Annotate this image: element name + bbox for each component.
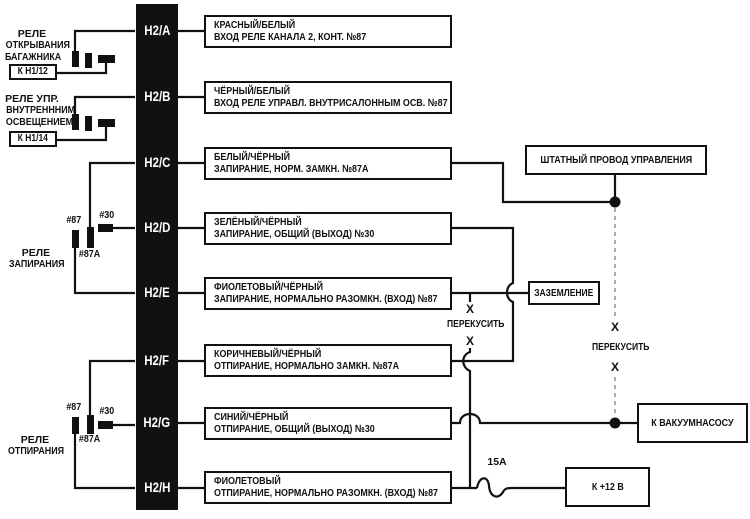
pin-label-h2h: H2/H — [143, 480, 171, 495]
pin-label-h2e: H2/E — [144, 285, 170, 300]
cut-stub-wire — [462, 293, 472, 488]
unlock-relay-pin87a-label: #87A — [79, 433, 101, 445]
pin-stub-wires — [178, 29, 204, 490]
unlock-relay-wires — [73, 359, 135, 490]
factory-wire-box: ШТАТНЫЙ ПРОВОД УПРАВЛЕНИЯ — [525, 145, 707, 175]
h2d-h2f-link — [452, 226, 515, 363]
lock-relay-contact — [72, 224, 113, 248]
h2c-factory-wire — [452, 161, 617, 204]
lock-relay-pin30-label: #30 — [99, 209, 115, 221]
interior-relay-wires — [57, 95, 135, 142]
pin-label-h2f: H2/F — [144, 353, 170, 368]
cut-x-dashed-top: Х — [610, 320, 619, 334]
unlock-relay-pin87-label: #87 — [66, 401, 82, 413]
lock-relay-wires — [73, 161, 135, 295]
pin-label-h2c: H2/C — [143, 155, 171, 170]
pin-label-h2d: H2/D — [143, 220, 171, 235]
plus12v-box: К +12 В — [565, 467, 650, 507]
ref-box-h1-12: К Н1/12 — [9, 64, 57, 80]
junction-dot-bottom — [609, 417, 621, 429]
pin-label-h2a: H2/A — [143, 23, 171, 38]
trunk-relay-wires — [57, 29, 135, 75]
trunk-relay-contact — [72, 51, 115, 68]
unlock-relay-contact — [72, 415, 113, 434]
h2h-fuse-wire — [452, 477, 565, 498]
junction-dot-top — [609, 196, 621, 208]
ref-box-h1-14: К Н1/14 — [9, 131, 57, 147]
h2g-vacuum-wire — [452, 412, 637, 425]
interior-relay-contact — [72, 114, 115, 131]
connector-h2-bar — [136, 4, 178, 510]
cut-x-dashed-bottom: Х — [610, 360, 619, 374]
unlock-relay-pin30-label: #30 — [99, 405, 115, 417]
ground-box: ЗАЗЕМЛЕНИЕ — [528, 281, 600, 305]
pin-label-h2b: H2/B — [143, 89, 171, 104]
cut-x-stub-top: Х — [465, 302, 474, 316]
cut-label-dashed: ПЕРЕКУСИТЬ — [592, 342, 650, 353]
fuse-label: 15А — [487, 456, 507, 468]
lock-relay-pin87-label: #87 — [66, 214, 82, 226]
pin-label-h2g: H2/G — [143, 415, 171, 430]
cut-x-stub-bottom: Х — [465, 334, 474, 348]
lock-relay-pin87a-label: #87A — [79, 248, 101, 260]
cut-label-stub: ПЕРЕКУСИТЬ — [447, 319, 505, 330]
vacuum-pump-box: К ВАКУУМНАСОСУ — [637, 403, 748, 443]
